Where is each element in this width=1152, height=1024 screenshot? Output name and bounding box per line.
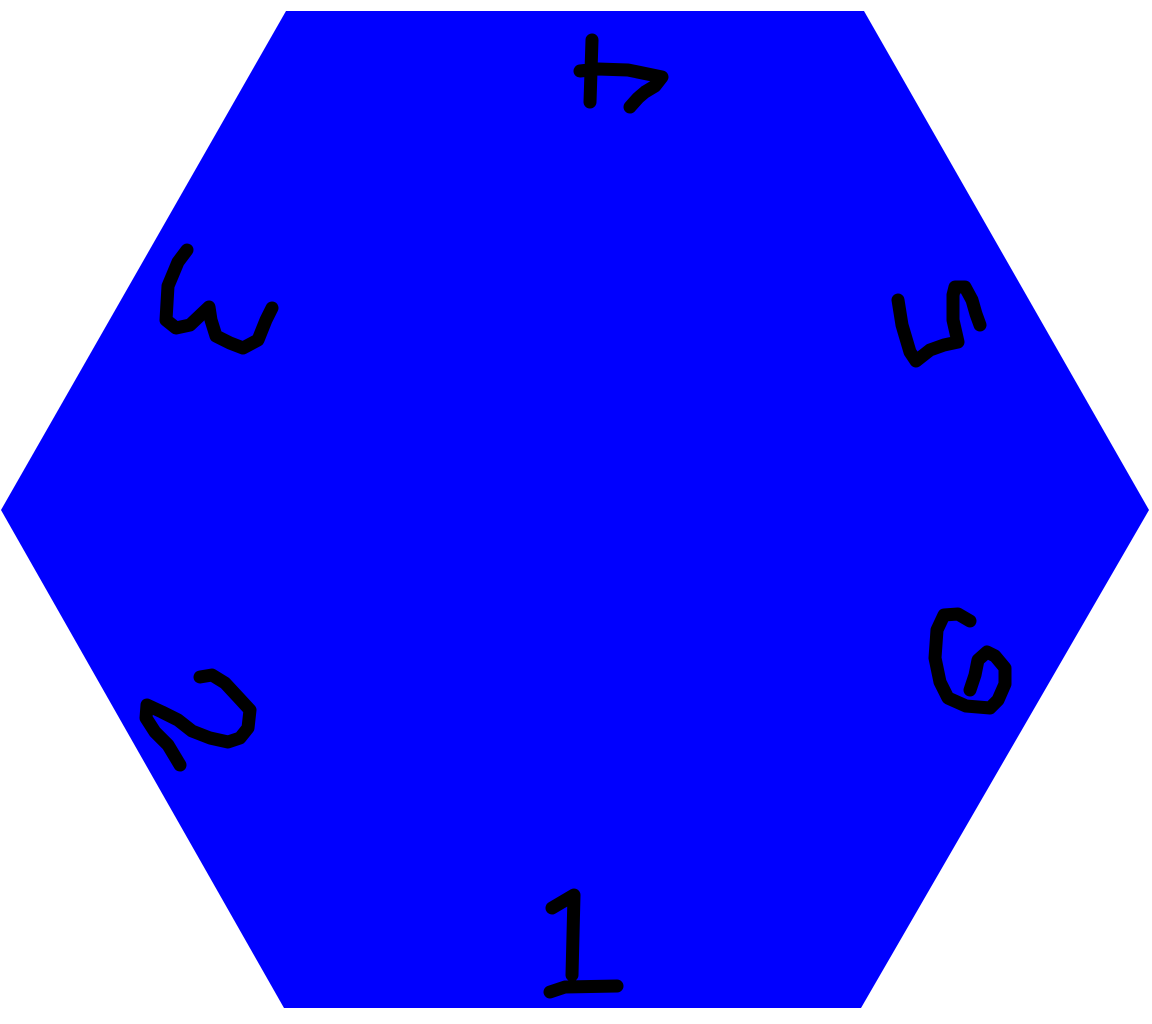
edge-label-4: 4 [573, 33, 669, 114]
edge-label-5-glyph [891, 280, 987, 368]
edge-label-2-glyph [139, 668, 257, 772]
edge-label-1: 1 [543, 888, 624, 999]
edge-label-3: 3 [159, 243, 279, 355]
edge-label-1-glyph [543, 888, 624, 999]
edge-label-2: 2 [139, 668, 257, 772]
edge-label-5: 5 [891, 280, 987, 368]
edge-label-3-glyph [159, 243, 279, 355]
edge-label-6: 6 [928, 607, 1012, 715]
blue-hexagon [1, 11, 1149, 1008]
edge-label-6-glyph [928, 607, 1012, 715]
edge-label-4-glyph [573, 33, 669, 114]
